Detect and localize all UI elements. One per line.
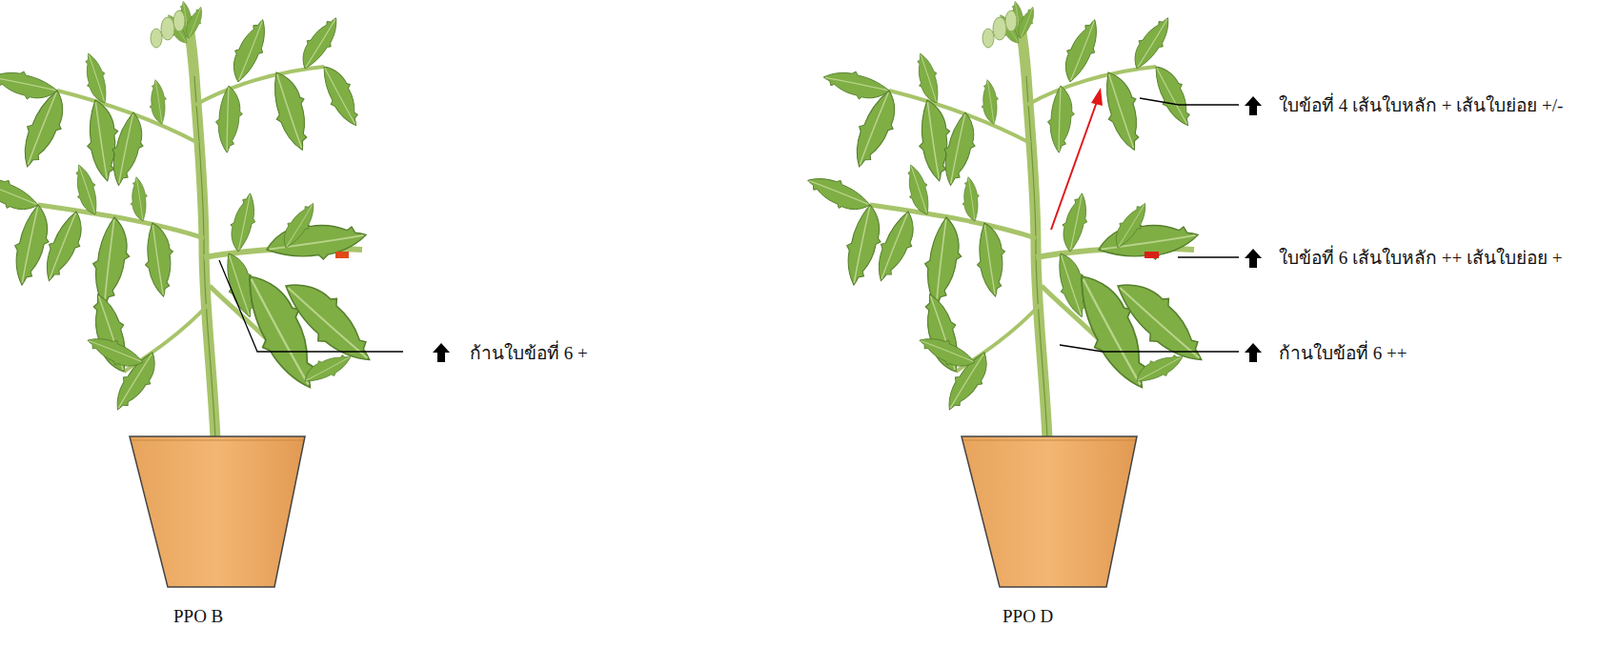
increase-arrow [1244, 343, 1262, 363]
annotation-text: ก้านใบข้อที่ 6 ++ [1278, 344, 1407, 363]
tomato-plant [0, 0, 386, 588]
increase-arrow [1244, 96, 1262, 116]
transport-arrow [1051, 99, 1098, 230]
plant-label: PPO D [1002, 607, 1054, 626]
plant-label: PPO B [173, 607, 223, 626]
annotation-text: ใบข้อที่ 4 เส้นใบหลัก + เส้นใบย่อย +/- [1278, 96, 1563, 115]
annotation-text: ก้านใบข้อที่ 6 + [469, 344, 588, 363]
tomato-plant [802, 0, 1218, 588]
leader-line [1059, 344, 1239, 352]
leader-line [1139, 98, 1239, 105]
arrow-head [1091, 87, 1103, 106]
increase-arrow [1244, 248, 1262, 268]
leader-line [219, 260, 404, 352]
increase-arrow [432, 343, 450, 363]
annotation-text: ใบข้อที่ 6 เส้นใบหลัก ++ เส้นใบย่อย + [1278, 248, 1562, 267]
treatment-mark [1144, 251, 1159, 259]
leader-line [1177, 256, 1239, 258]
treatment-mark [335, 251, 349, 259]
